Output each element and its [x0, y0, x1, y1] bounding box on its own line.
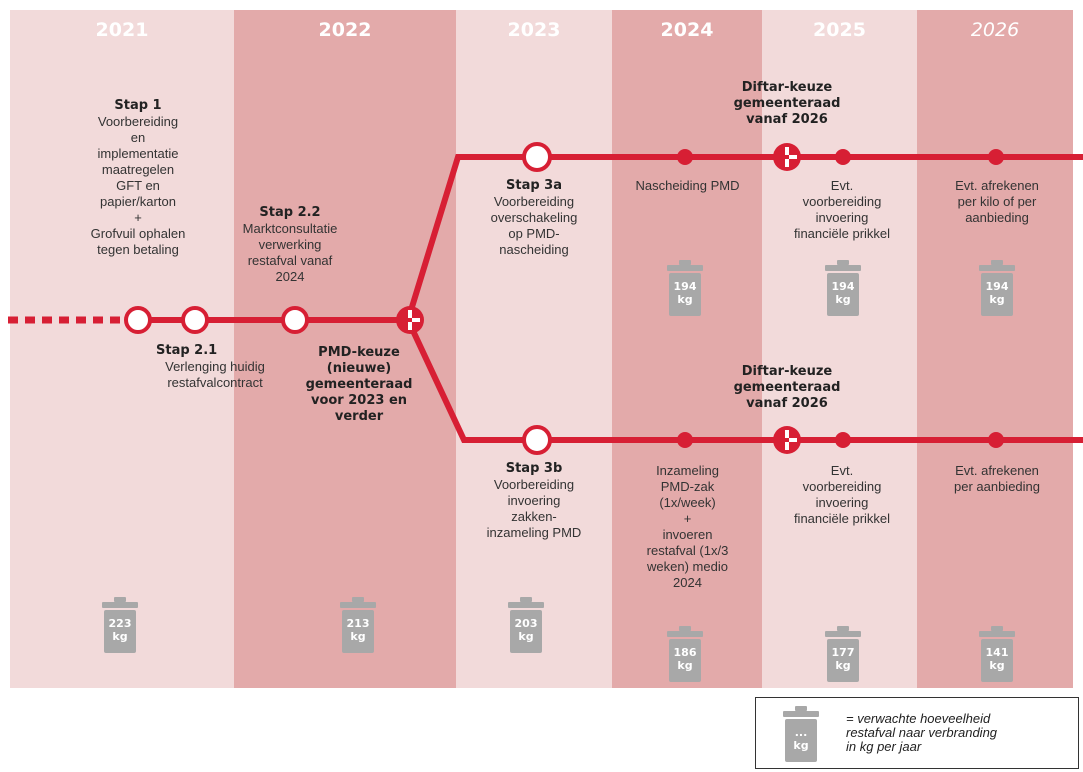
bin-icon: 213 kg	[338, 597, 378, 653]
dot-2025-bottom	[835, 432, 851, 448]
label-evt-aanbieding-text: Evt. afrekenen per aanbieding	[953, 463, 1041, 494]
label-diftar-top: Diftar-keuze gemeenteraad vanaf 2026	[733, 80, 841, 127]
bin-icon: 186 kg	[665, 626, 705, 682]
bin-value-2023: 203 kg	[514, 617, 538, 643]
bin-icon: 223 kg	[100, 597, 140, 653]
year-header-2024: 2024	[660, 19, 714, 41]
year-header-2021: 2021	[95, 19, 149, 41]
label-pmd-keuze: PMD-keuze (nieuwe) gemeenteraad voor 202…	[305, 345, 413, 424]
label-inzameling: Inzameling PMD-zak (1x/week) + invoeren …	[615, 463, 760, 591]
year-header-2023: 2023	[507, 19, 561, 41]
column-2023	[456, 10, 612, 688]
decision-node-diftar-bottom	[773, 426, 801, 454]
decision-node-diftar-top	[773, 143, 801, 171]
label-nascheiding: Nascheiding PMD	[635, 178, 740, 193]
node-stap22	[281, 306, 309, 334]
node-stap3b	[522, 425, 552, 455]
label-stap1-title: Stap 1	[114, 98, 162, 113]
dot-2025-top	[835, 149, 851, 165]
label-stap1: Stap 1 Voorbereiding en implementatie ma…	[70, 98, 206, 258]
year-header-2026: 2026	[970, 19, 1020, 41]
label-stap21-body-wrap: Verlenging huidig restafvalcontract	[140, 359, 290, 391]
label-evt-fin-bottom: Evt. voorbereiding invoering financiële …	[772, 463, 912, 527]
label-stap21-body: Verlenging huidig restafvalcontract	[165, 359, 265, 390]
label-stap3a: Stap 3a Voorbereiding overschakeling op …	[466, 178, 602, 258]
bin-icon: 194 kg	[665, 260, 705, 316]
bin-value-2026: 141 kg	[985, 646, 1009, 672]
timeline-upper-branch	[405, 154, 1083, 321]
label-evt-fin-top: Evt. voorbereiding invoering financiële …	[772, 178, 912, 242]
node-stap1	[124, 306, 152, 334]
timeline-lower-branch	[405, 318, 1083, 443]
bin-icon: 194 kg	[823, 260, 863, 316]
label-stap3a-title: Stap 3a	[506, 178, 562, 193]
node-stap21	[181, 306, 209, 334]
bin-icon: 177 kg	[823, 626, 863, 682]
label-evt-kilo-text: Evt. afrekenen per kilo of per aanbiedin…	[955, 178, 1039, 225]
bin-value-2022: 213 kg	[346, 617, 370, 643]
bin-value-2025: 177 kg	[831, 646, 855, 672]
label-evt-fin-bottom-text: Evt. voorbereiding invoering financiële …	[793, 463, 891, 526]
legend-box: ... kg = verwachte hoeveelheid restafval…	[755, 697, 1079, 769]
dot-2024-bottom	[677, 432, 693, 448]
label-stap22-body: Marktconsultatie verwerking restafval va…	[242, 221, 338, 284]
bin-value-2021: 223 kg	[108, 617, 132, 643]
column-2024	[612, 10, 762, 688]
label-stap1-body: Voorbereiding en implementatie maatregel…	[90, 114, 186, 257]
label-stap22-title: Stap 2.2	[259, 205, 321, 220]
bin-icon: 194 kg	[977, 260, 1017, 316]
bin-value-top-2026: 194 kg	[985, 280, 1009, 306]
column-2026	[917, 10, 1073, 688]
legend-bin-icon: ... kg	[781, 706, 821, 762]
year-header-2022: 2022	[318, 19, 372, 41]
dot-2024-top	[677, 149, 693, 165]
label-stap3b-body: Voorbereiding invoering zakken- inzameli…	[486, 477, 582, 540]
label-evt-fin-top-text: Evt. voorbereiding invoering financiële …	[793, 178, 891, 241]
dot-2026-bottom	[988, 432, 1004, 448]
bin-icon: 203 kg	[506, 597, 546, 653]
legend-text: = verwachte hoeveelheid restafval naar v…	[846, 711, 998, 754]
bin-icon: 141 kg	[977, 626, 1017, 682]
label-stap21-title: Stap 2.1	[156, 343, 218, 358]
label-stap3a-body: Voorbereiding overschakeling op PMD- nas…	[490, 194, 578, 257]
label-stap21: Stap 2.1	[156, 343, 260, 359]
label-evt-kilo: Evt. afrekenen per kilo of per aanbiedin…	[927, 178, 1067, 226]
label-stap3b: Stap 3b Voorbereiding invoering zakken- …	[466, 461, 602, 541]
bin-value-top-2024: 194 kg	[673, 280, 697, 306]
year-header-2025: 2025	[813, 19, 866, 41]
column-2025	[762, 10, 917, 688]
bin-value-2024: 186 kg	[673, 646, 697, 672]
dot-2026-top	[988, 149, 1004, 165]
node-stap3a	[522, 142, 552, 172]
legend-bin-text: ... kg	[793, 726, 809, 752]
label-inzameling-text: Inzameling PMD-zak (1x/week) + invoeren …	[646, 463, 729, 590]
label-stap22: Stap 2.2 Marktconsultatie verwerking res…	[225, 205, 355, 285]
label-diftar-bottom: Diftar-keuze gemeenteraad vanaf 2026	[733, 364, 841, 411]
label-stap3b-title: Stap 3b	[505, 461, 563, 476]
decision-node-pmd	[396, 306, 424, 334]
bin-value-top-2025: 194 kg	[831, 280, 855, 306]
label-evt-aanbieding: Evt. afrekenen per aanbieding	[927, 463, 1067, 495]
column-2021	[10, 10, 234, 688]
